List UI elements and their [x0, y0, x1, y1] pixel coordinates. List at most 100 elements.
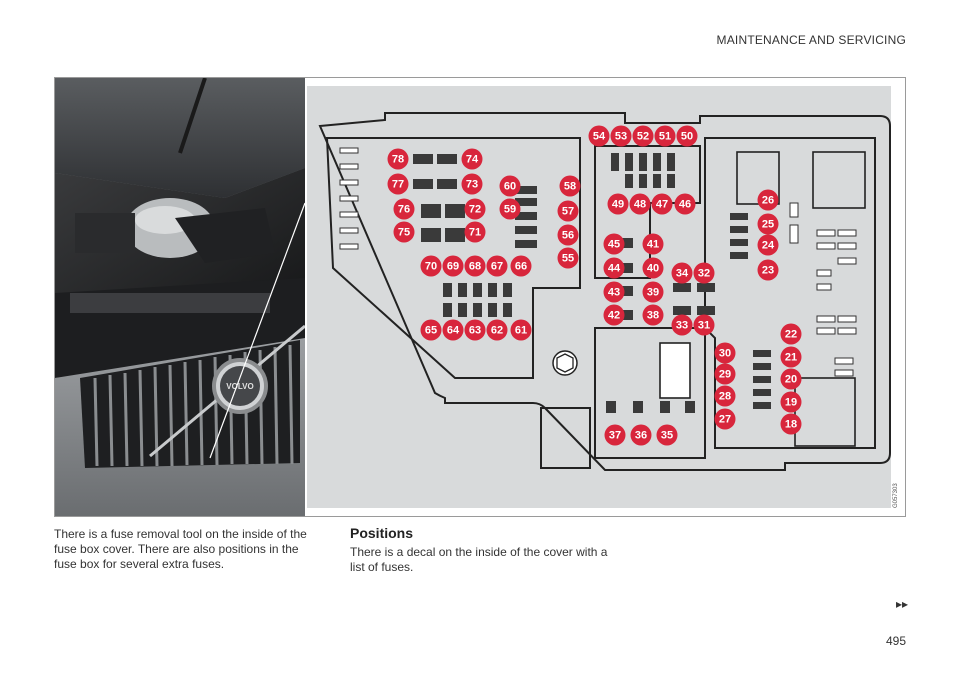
fuse-number-label: 29: [719, 369, 731, 381]
fuse-number-label: 55: [562, 253, 574, 265]
fuse-number-label: 38: [647, 310, 659, 322]
fuse-badge: [757, 259, 779, 281]
fuse-badge: [604, 424, 626, 446]
fuse-badge: [714, 342, 736, 364]
fuse-number-label: 66: [515, 261, 527, 273]
fuse-badge: [464, 319, 486, 341]
fuse-number-label: 20: [785, 374, 797, 386]
fuse-number-label: 32: [698, 268, 710, 280]
fuse-number-label: 65: [425, 325, 437, 337]
fuse-badge: [654, 125, 676, 147]
fuse-number-label: 62: [491, 325, 503, 337]
fuse-badge: [442, 255, 464, 277]
fuse-tool-paragraph: There is a fuse removal tool on the insi…: [54, 527, 307, 571]
fuse-number-label: 45: [608, 239, 620, 251]
fuse-number-label: 41: [647, 239, 659, 251]
fuse-badge: [510, 319, 532, 341]
fuse-badge: [420, 319, 442, 341]
fuse-badge: [714, 363, 736, 385]
image-code: G057303: [893, 483, 899, 508]
fuse-badge: [588, 125, 610, 147]
fuse-badge: [676, 125, 698, 147]
fuse-badge: [674, 193, 696, 215]
fuse-number-label: 50: [681, 131, 693, 143]
fuse-badge: [757, 213, 779, 235]
fuse-number-label: 72: [469, 204, 481, 216]
fuse-badge: [510, 255, 532, 277]
fuse-badge: [642, 281, 664, 303]
fuse-number-label: 37: [609, 430, 621, 442]
fuse-badge: [486, 255, 508, 277]
fuse-number-label: 47: [656, 199, 668, 211]
fuse-number-label: 48: [634, 199, 646, 211]
fuse-box-figure: VOLVO: [54, 77, 906, 517]
fuse-number-label: 56: [562, 230, 574, 242]
fuse-badge: [610, 125, 632, 147]
fuse-number-label: 21: [785, 352, 797, 364]
fuse-number-label: 44: [608, 263, 621, 275]
page-header: MAINTENANCE AND SERVICING: [716, 33, 906, 47]
fuse-badge: [387, 148, 409, 170]
fuse-number-label: 28: [719, 391, 731, 403]
fuse-badge: [442, 319, 464, 341]
fuse-number-label: 34: [676, 268, 689, 280]
next-page-arrow-icon[interactable]: ▸▸: [895, 597, 908, 611]
fuse-badge: [714, 408, 736, 430]
fuse-number-label: 53: [615, 131, 627, 143]
volvo-logo: VOLVO: [226, 382, 253, 391]
fuse-number-label: 22: [785, 329, 797, 341]
engine-bay-photo: VOLVO: [55, 78, 305, 516]
fuse-number-label: 54: [593, 131, 606, 143]
fuse-number-label: 39: [647, 287, 659, 299]
fuse-number-label: 76: [398, 204, 410, 216]
fuse-badge: [607, 193, 629, 215]
fuse-number-label: 26: [762, 195, 774, 207]
fuse-badge: [642, 304, 664, 326]
fuse-badge: [486, 319, 508, 341]
fuse-number-label: 61: [515, 325, 527, 337]
fuse-badge: [757, 234, 779, 256]
fuse-number-label: 78: [392, 154, 404, 166]
fuse-badge: [714, 385, 736, 407]
fuse-badge: [393, 198, 415, 220]
fuse-number-label: 43: [608, 287, 620, 299]
fuse-badge: [464, 255, 486, 277]
fuse-badge: [603, 304, 625, 326]
fuse-number-label: 69: [447, 261, 459, 273]
fuse-badge: [464, 221, 486, 243]
fuse-badge: [642, 257, 664, 279]
fuse-badge: [693, 314, 715, 336]
fuse-number-label: 58: [564, 181, 576, 193]
fuse-number-label: 23: [762, 265, 774, 277]
fuse-number-label: 67: [491, 261, 503, 273]
fuse-number-label: 63: [469, 325, 481, 337]
fuse-number-label: 60: [504, 181, 516, 193]
fuse-number-label: 30: [719, 348, 731, 360]
fuse-number-label: 42: [608, 310, 620, 322]
fuse-number-label: 59: [504, 204, 516, 216]
fuse-number-label: 18: [785, 419, 797, 431]
fuse-number-label: 71: [469, 227, 481, 239]
fuse-badge: [557, 247, 579, 269]
fuse-badge: [499, 175, 521, 197]
fuse-number-label: 70: [425, 261, 437, 273]
fuse-badge: [603, 281, 625, 303]
fuse-badge: [780, 413, 802, 435]
fuse-number-label: 46: [679, 199, 691, 211]
fuse-number-label: 64: [447, 325, 460, 337]
fuse-number-label: 36: [635, 430, 647, 442]
fuse-badge: [780, 323, 802, 345]
fuse-badge: [630, 424, 652, 446]
fuse-badge: [780, 346, 802, 368]
page-number: 495: [885, 634, 906, 648]
fuse-number-label: 52: [637, 131, 649, 143]
fuse-number-label: 51: [659, 131, 671, 143]
fuse-number-label: 35: [661, 430, 673, 442]
fuse-badge: [603, 257, 625, 279]
fuse-badge: [671, 314, 693, 336]
fuse-number-label: 27: [719, 414, 731, 426]
fuse-number-label: 25: [762, 219, 774, 231]
fuse-number-label: 77: [392, 179, 404, 191]
fuse-badge: [557, 224, 579, 246]
